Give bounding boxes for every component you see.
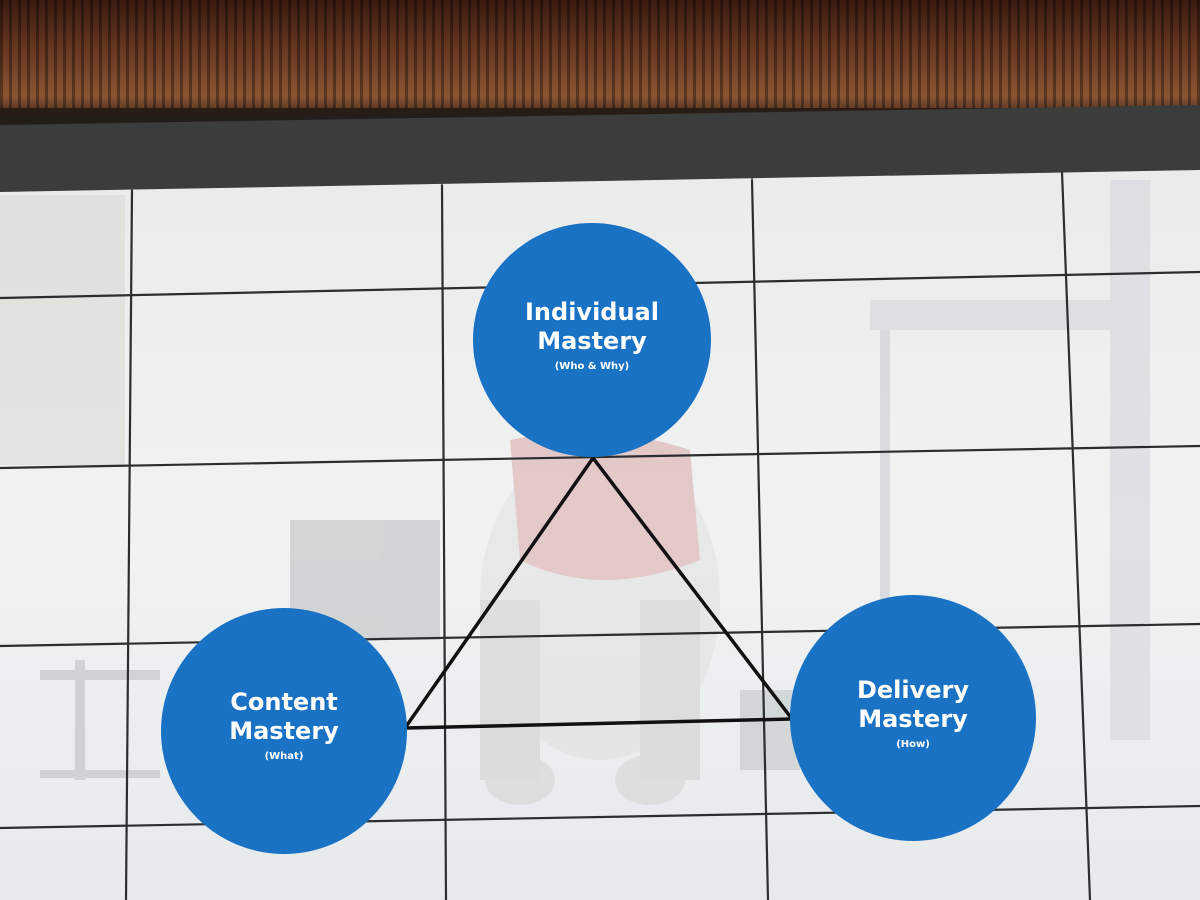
- node-title-line1: Individual: [525, 298, 659, 326]
- content-mastery-label: Content Mastery (What): [184, 688, 384, 763]
- mastery-triangle: [401, 455, 796, 730]
- node-title-line2: Mastery: [858, 705, 968, 734]
- node-title-line2: Mastery: [229, 717, 339, 746]
- node-subtitle: (How): [896, 738, 930, 750]
- panel-seams: [0, 171, 1200, 900]
- content-mastery-circle: [161, 608, 407, 854]
- node-subtitle: (What): [264, 750, 304, 762]
- ceiling-wood-slats: [0, 0, 1200, 120]
- node-subtitle: (Who & Why): [554, 360, 630, 372]
- delivery-mastery-circle: [790, 595, 1036, 841]
- individual-mastery-label: Individual Mastery (Who & Why): [492, 298, 692, 373]
- individual-mastery-circle: [473, 223, 711, 457]
- node-title-line1: Delivery: [856, 676, 970, 704]
- node-title-line2: Mastery: [537, 327, 647, 356]
- node-title-line1: Content: [230, 688, 338, 716]
- top-band-seams: [131, 110, 1063, 190]
- wall-top-band: [0, 105, 1200, 192]
- delivery-mastery-label: Delivery Mastery (How): [813, 676, 1013, 751]
